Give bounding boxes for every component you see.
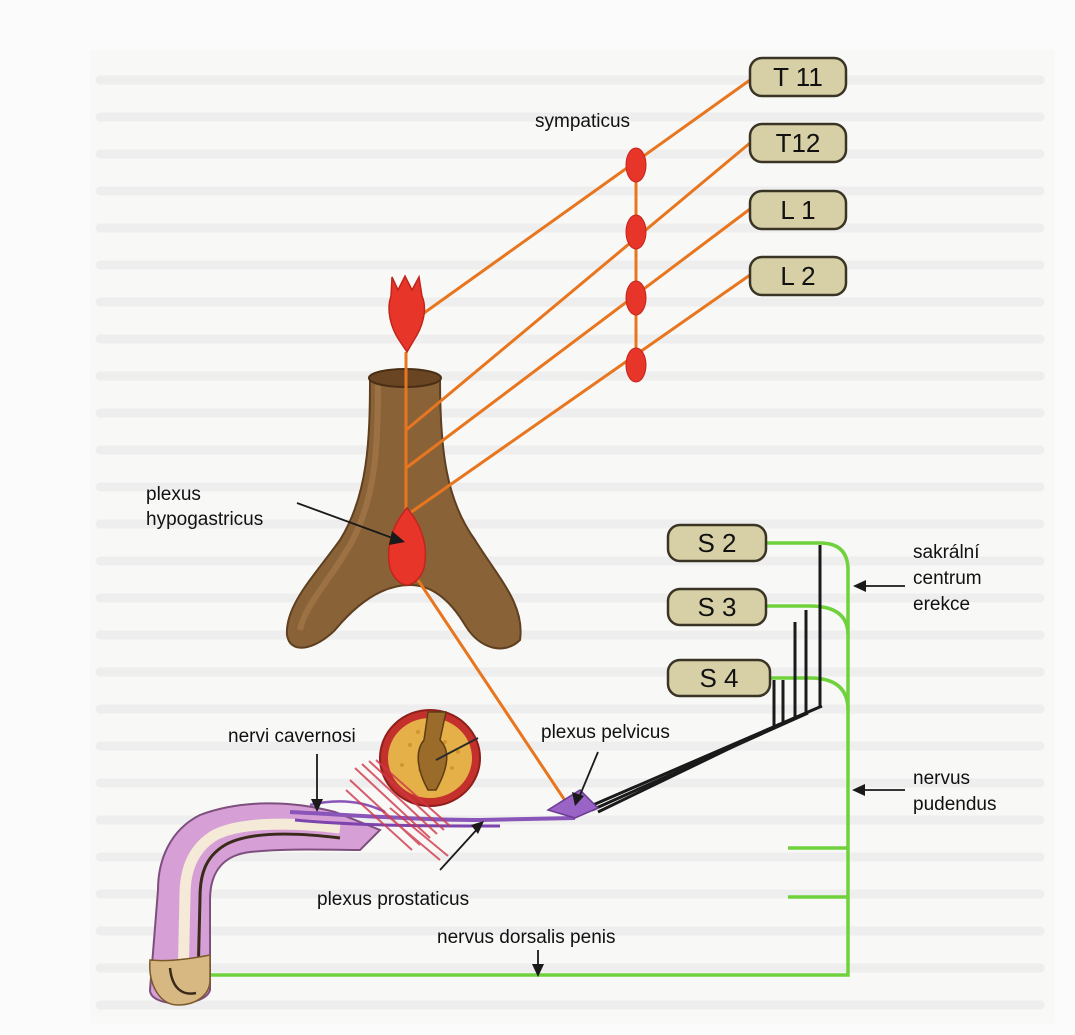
segment-t11-label: T 11 [773, 62, 823, 92]
ganglion-t12 [626, 148, 646, 182]
label-sakralni-3: erekce [913, 594, 970, 615]
label-nervi-cavernosi: nervi cavernosi [228, 726, 356, 747]
ganglion-l3 [626, 348, 646, 382]
segment-l2: L 2 [750, 257, 846, 295]
segment-t11: T 11 [750, 58, 846, 96]
prostate [380, 710, 480, 806]
label-plexus-pelvicus: plexus pelvicus [541, 722, 670, 743]
label-nervus-pudendus-1: nervus [913, 768, 970, 789]
label-sakralni-1: sakrální [913, 542, 980, 563]
label-nervus-pudendus-2: pudendus [913, 794, 996, 815]
segment-l1-label: L 1 [780, 195, 815, 225]
ganglion-l1 [626, 215, 646, 249]
segment-s3: S 3 [668, 589, 766, 625]
label-sakralni-2: centrum [913, 568, 982, 589]
label-plexus-hypogastricus-1: plexus [146, 484, 201, 505]
segment-t12: T12 [750, 124, 846, 162]
label-plexus-hypogastricus-2: hypogastricus [146, 509, 263, 530]
segment-s4: S 4 [668, 660, 770, 696]
label-plexus-prostaticus: plexus prostaticus [317, 889, 469, 910]
ganglion-l2 [626, 281, 646, 315]
segment-s2: S 2 [668, 525, 766, 561]
segment-l1: L 1 [750, 191, 846, 229]
label-sympaticus: sympaticus [535, 111, 630, 132]
segment-s4-label: S 4 [699, 663, 738, 693]
label-nervus-dorsalis-penis: nervus dorsalis penis [437, 927, 615, 948]
segment-t12-label: T12 [776, 128, 821, 158]
segment-s3-label: S 3 [697, 592, 736, 622]
background-page-text [90, 50, 1055, 1025]
segment-l2-label: L 2 [780, 261, 815, 291]
segment-s2-label: S 2 [697, 528, 736, 558]
